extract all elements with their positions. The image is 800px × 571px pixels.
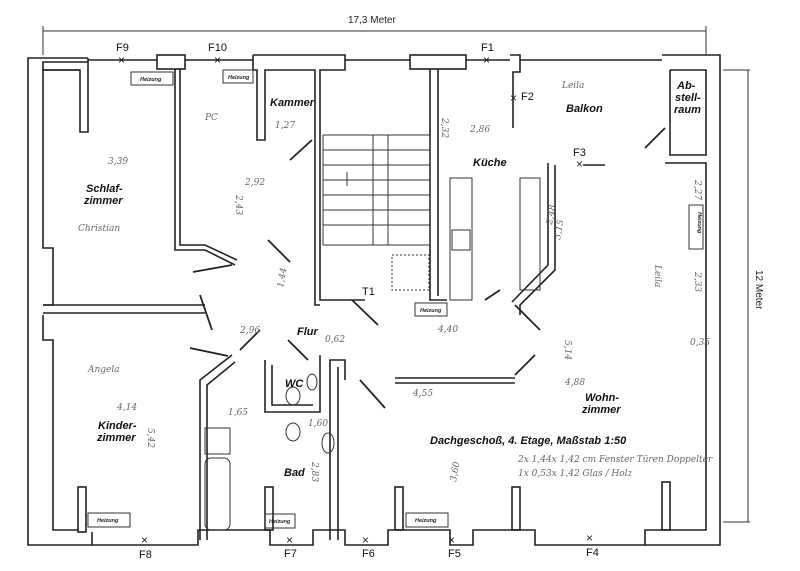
- svg-text:4,55: 4,55: [412, 389, 433, 399]
- svg-text:5,14: 5,14: [562, 340, 572, 360]
- kitchen-sink: [519, 177, 541, 291]
- toilet-bad: [285, 422, 301, 442]
- room-schlafzimmer-2: zimmer: [83, 195, 123, 207]
- svg-text:2,48: 2,48: [545, 204, 559, 227]
- window-f4: F4: [586, 547, 599, 559]
- svg-text:2,27: 2,27: [692, 179, 702, 200]
- room-kueche: Küche: [473, 157, 507, 169]
- room-kinderzimmer-2: zimmer: [96, 432, 136, 444]
- svg-text:5,42: 5,42: [145, 428, 155, 448]
- washbasin-bad: [321, 432, 335, 454]
- svg-text:×: ×: [576, 157, 583, 171]
- room-flur: Flur: [297, 326, 318, 338]
- heater-5: Heizung: [405, 512, 449, 528]
- room-abstellraum-3: raum: [674, 104, 701, 116]
- svg-text:3,39: 3,39: [108, 157, 128, 167]
- stove: [451, 229, 471, 251]
- svg-text:2,92: 2,92: [244, 178, 265, 188]
- svg-text:Heizung: Heizung: [420, 308, 442, 314]
- handwritten-annotations: Leila Leila Christian Angela PC 3,39 2,9…: [78, 81, 713, 483]
- svg-text:Leila: Leila: [652, 264, 662, 287]
- svg-text:×: ×: [362, 533, 369, 547]
- dimension-lines: [42, 26, 750, 523]
- room-wc: WC: [285, 378, 304, 390]
- svg-text:Heizung: Heizung: [97, 518, 119, 524]
- svg-text:2,33: 2,33: [692, 271, 702, 292]
- svg-text:1x 0,53x 1,42 Glas / Ho: 1x 0,53x 1,42 Glas / Holz: [518, 469, 632, 479]
- svg-text:2,83: 2,83: [309, 461, 319, 482]
- window-f9: F9: [116, 42, 129, 54]
- svg-text:1,44: 1,44: [276, 267, 289, 289]
- heater-6: Heizung: [414, 302, 448, 317]
- window-markers: × × × × × × × × × ×: [118, 53, 593, 547]
- room-bad: Bad: [284, 467, 305, 479]
- height-dimension: 12 Meter: [753, 270, 764, 310]
- svg-text:Angela: Angela: [87, 365, 120, 375]
- shower: [204, 427, 231, 455]
- staircase: [322, 134, 431, 291]
- svg-text:×: ×: [448, 533, 455, 547]
- svg-text:1,27: 1,27: [275, 121, 295, 131]
- washbasin: [306, 373, 318, 391]
- heater-7: Heizung: [688, 204, 704, 250]
- svg-text:Heizung: Heizung: [696, 212, 702, 234]
- svg-text:4,40: 4,40: [437, 325, 458, 335]
- svg-text:×: ×: [510, 91, 517, 105]
- window-f10: F10: [208, 42, 227, 54]
- svg-text:3,60: 3,60: [449, 461, 462, 483]
- svg-text:2,32: 2,32: [439, 117, 449, 138]
- door-t1: T1: [362, 286, 375, 298]
- svg-text:Heizung: Heizung: [269, 519, 291, 525]
- svg-text:4,14: 4,14: [116, 403, 137, 413]
- svg-text:Heizung: Heizung: [228, 75, 250, 81]
- width-dimension: 17,3 Meter: [348, 15, 396, 26]
- svg-text:×: ×: [586, 531, 593, 545]
- window-f5: F5: [448, 548, 461, 560]
- svg-text:×: ×: [214, 53, 221, 67]
- room-abstellraum: Ab-: [676, 80, 696, 92]
- room-balkon: Balkon: [566, 103, 603, 115]
- room-wohnzimmer-2: zimmer: [581, 404, 621, 416]
- svg-text:3,15: 3,15: [553, 219, 566, 241]
- room-kinderzimmer: Kinder-: [98, 420, 137, 432]
- svg-text:2,86: 2,86: [469, 125, 490, 135]
- window-f6: F6: [362, 548, 375, 560]
- room-schlafzimmer: Schlaf-: [86, 183, 123, 195]
- svg-text:Christian: Christian: [78, 224, 120, 234]
- svg-text:2x 1,44x 1,42 cm Fenster Tür: 2x 1,44x 1,42 cm Fenster Türen Doppelter: [517, 455, 713, 465]
- room-wohnzimmer: Wohn-: [585, 392, 619, 404]
- window-f2: F2: [521, 91, 534, 103]
- svg-text:×: ×: [483, 53, 490, 67]
- svg-text:Leila: Leila: [561, 81, 584, 91]
- svg-text:×: ×: [286, 533, 293, 547]
- svg-text:PC: PC: [204, 113, 218, 123]
- room-kammer: Kammer: [270, 97, 315, 109]
- svg-text:0,62: 0,62: [325, 335, 345, 345]
- svg-text:Heizung: Heizung: [140, 77, 162, 83]
- doors: [189, 127, 666, 409]
- svg-text:×: ×: [141, 533, 148, 547]
- kitchen-counter: [449, 177, 473, 301]
- svg-text:2,96: 2,96: [239, 326, 260, 336]
- heater-1: Heizung: [130, 71, 174, 86]
- window-f1: F1: [481, 42, 494, 54]
- bathtub: [204, 457, 231, 531]
- heater-2: Heizung: [222, 69, 254, 84]
- plan-caption: Dachgeschoß, 4. Etage, Maßstab 1:50: [430, 435, 627, 447]
- svg-text:1,60: 1,60: [308, 419, 328, 429]
- window-f8: F8: [139, 549, 152, 561]
- window-f7: F7: [284, 548, 297, 560]
- heater-4: Heizung: [264, 513, 296, 529]
- walls: [27, 54, 721, 546]
- svg-text:Heizung: Heizung: [415, 518, 437, 524]
- svg-text:0,35: 0,35: [690, 338, 710, 348]
- room-abstellraum-2: stell-: [675, 92, 701, 104]
- svg-text:×: ×: [118, 53, 125, 67]
- svg-text:2,43: 2,43: [233, 194, 243, 215]
- svg-text:1,65: 1,65: [228, 408, 248, 418]
- window-f3: F3: [573, 147, 586, 159]
- toilet: [285, 386, 301, 406]
- svg-text:4,88: 4,88: [564, 378, 585, 388]
- heater-3: Heizung: [87, 512, 131, 528]
